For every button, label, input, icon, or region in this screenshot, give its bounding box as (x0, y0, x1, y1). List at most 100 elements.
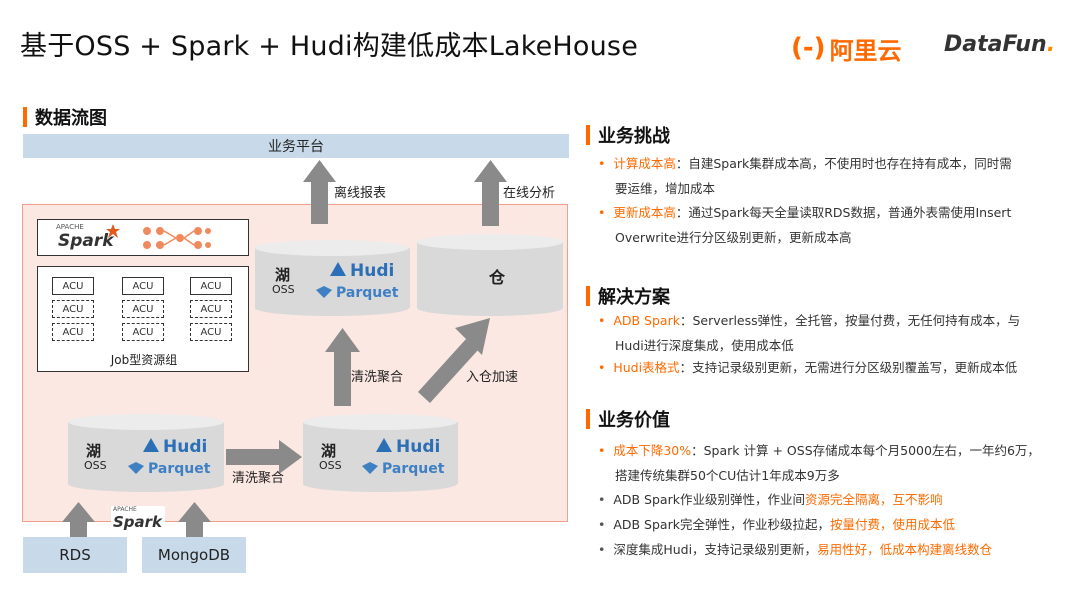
value-highlight: 易用性好，低成本构建离线数仓 (817, 542, 993, 557)
heading-accent-bar (23, 107, 27, 127)
datafun-logo-text: DataFun (944, 32, 1047, 57)
hudi-label: Hudi (163, 437, 208, 457)
bullet: • (598, 360, 606, 375)
oss-label: OSS (272, 283, 295, 296)
lake-label: 湖 (86, 442, 102, 460)
arrow-mongodb-ingest (178, 502, 211, 537)
acu-cell: ACU (122, 323, 164, 341)
value-text: ADB Spark作业级别弹性，作业间 (613, 492, 805, 507)
arrow-offline-report (303, 160, 336, 224)
challenge-text-cont: 要运维，增加成本 (615, 181, 716, 196)
parquet-label: Parquet (382, 461, 445, 477)
value-item: • ADB Spark作业级别弹性，作业间资源完全隔离，互不影响 (598, 487, 1068, 512)
acu-cell: ACU (190, 300, 232, 318)
warehouse-label: 仓 (489, 268, 506, 287)
value-item: • 成本下降30%：Spark 计算 + OSS存储成本每个月5000左右，一年… (598, 438, 1068, 488)
acu-cell: ACU (190, 323, 232, 341)
solution-text: ：支持记录级别更新，无需进行分区级别覆盖写，更新成本低 (679, 360, 1018, 375)
lake-cylinder-middle (303, 414, 458, 492)
arrow-enter-warehouse (418, 318, 490, 403)
solution-item: • Hudi表格式：支持记录级别更新，无需进行分区级别覆盖写，更新成本低 (598, 355, 1068, 380)
challenge-key: 计算成本高 (613, 156, 676, 171)
spark-apache-label: APACHE (113, 506, 137, 513)
solution-key: ADB Spark (613, 313, 680, 328)
diagram-heading-text: 数据流图 (35, 108, 107, 129)
aliyun-logo-mark: (-) (791, 33, 826, 63)
solution-text: ：Serverless弹性，全托管，按量付费，无任何持有成本，与 (679, 313, 1021, 328)
acu-cell: ACU (190, 277, 232, 295)
solution-item: • ADB Spark：Serverless弹性，全托管，按量付费，无任何持有成… (598, 308, 1068, 358)
challenge-text: ：自建Spark集群成本高，不使用时也存在持有成本，同时需 (675, 156, 1012, 171)
value-key: 成本下降30% (613, 443, 692, 458)
value-text: ：Spark 计算 + OSS存储成本每个月5000左右，一年约6万， (691, 443, 1040, 458)
lake-cylinder-top (255, 240, 410, 316)
value-text: ADB Spark完全弹性，作业秒级拉起， (613, 517, 830, 532)
value-item: • 深度集成Hudi，支持记录级别更新，易用性好，低成本构建离线数仓 (598, 537, 1068, 562)
clean-aggregate-right-label: 清洗聚合 (232, 471, 285, 486)
value-item: • ADB Spark完全弹性，作业秒级拉起，按量付费，使用成本低 (598, 512, 1068, 537)
value-text-cont: 搭建传统集群50个CU估计1年成本9万多 (615, 468, 840, 483)
challenge-text: ：通过Spark每天全量读取RDS数据，普通外表需使用Insert (675, 205, 1012, 220)
challenges-heading: 业务挑战 (586, 122, 670, 148)
arrow-clean-aggregate-right (226, 440, 302, 474)
arrow-clean-aggregate-up (325, 328, 360, 406)
value-heading-text: 业务价值 (598, 410, 670, 431)
hudi-label: Hudi (350, 261, 395, 281)
parquet-logo-icon (128, 286, 378, 474)
challenge-text-cont: Overwrite进行分区级别更新，更新成本高 (615, 230, 852, 245)
solution-heading-text: 解决方案 (598, 287, 670, 308)
acu-cell: ACU (122, 300, 164, 318)
spark-ingest-logo: APACHE Spark (111, 506, 165, 536)
bullet: • (598, 517, 606, 532)
page-title: 基于OSS + Spark + Hudi构建低成本LakeHouse (20, 31, 639, 62)
oss-label: OSS (84, 459, 107, 472)
aliyun-logo: (-) 阿里云 (791, 30, 902, 66)
lake-cylinder-source (68, 414, 224, 492)
arrow-online-analysis (474, 160, 507, 226)
job-resource-group: ACU ACU ACU ACU ACU ACU ACU ACU ACU Job型… (37, 266, 249, 372)
spark-dag-icon (143, 227, 211, 249)
bullet: • (598, 492, 606, 507)
spark-star-icon (106, 224, 120, 238)
heading-accent-bar (586, 409, 590, 429)
solution-key: Hudi表格式 (613, 360, 680, 375)
value-text: 深度集成Hudi，支持记录级别更新， (613, 542, 818, 557)
spark-engine-box: APACHE Spark (37, 219, 249, 256)
heading-accent-bar (586, 125, 590, 145)
business-platform-label: 业务平台 (268, 139, 324, 155)
rds-label: RDS (59, 546, 91, 564)
spark-logo-text: Spark (58, 231, 114, 251)
solution-text-cont: Hudi进行深度集成，使用成本低 (615, 338, 794, 353)
aliyun-logo-text: 阿里云 (829, 36, 902, 65)
value-heading: 业务价值 (586, 406, 670, 432)
bullet: • (598, 313, 606, 328)
arrow-rds-ingest (62, 502, 95, 537)
challenges-heading-text: 业务挑战 (598, 126, 670, 147)
value-highlight: 按量付费，使用成本低 (829, 517, 955, 532)
business-platform-bar: 业务平台 (23, 134, 569, 158)
challenge-item: • 更新成本高：通过Spark每天全量读取RDS数据，普通外表需使用Insert… (598, 200, 1068, 250)
spark-apache-label: APACHE (56, 223, 84, 231)
datafun-logo-dot: . (1046, 32, 1056, 57)
value-highlight: 资源完全隔离，互不影响 (804, 492, 943, 507)
spark-logo-text: Spark (113, 513, 163, 531)
datafun-logo: DataFun. (944, 32, 1055, 57)
acu-cell: ACU (52, 323, 94, 341)
online-analysis-label: 在线分析 (503, 186, 556, 201)
challenge-item: • 计算成本高：自建Spark集群成本高，不使用时也存在持有成本，同时需 要运维… (598, 151, 1068, 201)
solution-heading: 解决方案 (586, 283, 670, 309)
bullet: • (598, 443, 606, 458)
clean-aggregate-up-label: 清洗聚合 (351, 370, 404, 385)
acu-cell: ACU (52, 277, 94, 295)
lake-label: 湖 (321, 442, 337, 460)
parquet-label: Parquet (336, 285, 399, 301)
offline-report-label: 离线报表 (334, 186, 387, 201)
rds-source-box: RDS (23, 537, 127, 573)
job-group-label: Job型资源组 (110, 353, 178, 367)
mongodb-label: MongoDB (157, 546, 231, 564)
acu-cell: ACU (52, 300, 94, 318)
oss-label: OSS (319, 459, 342, 472)
lake-label: 湖 (275, 266, 291, 284)
mongodb-source-box: MongoDB (142, 537, 246, 573)
